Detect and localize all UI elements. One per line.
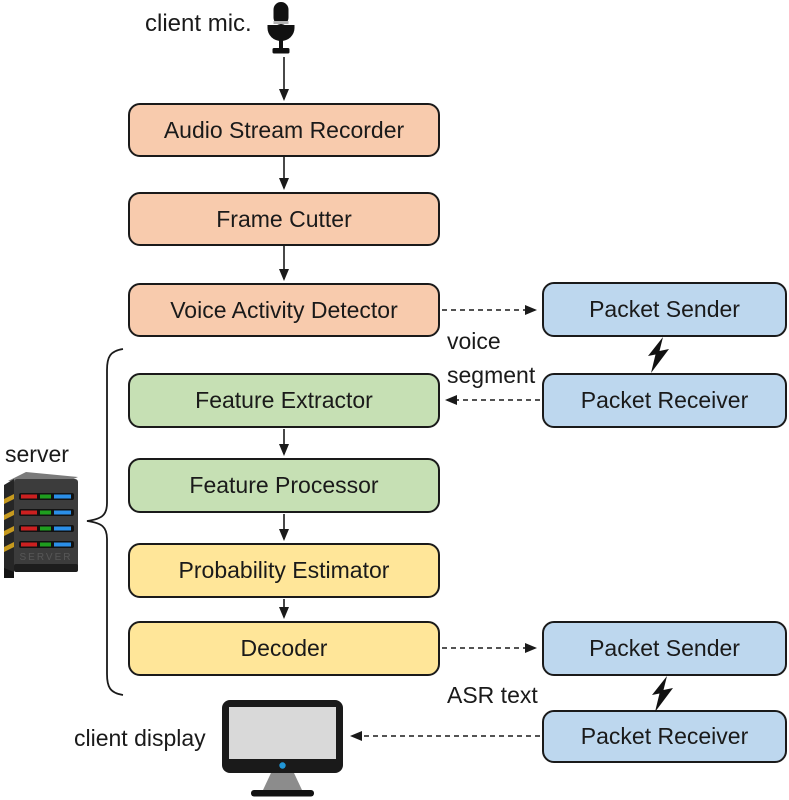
box-packet-sender-bottom: Packet Sender [542, 621, 787, 676]
client-display-label: client display [74, 725, 206, 751]
lightning-bolt-icon [648, 337, 669, 373]
voice-segment-label-line1: voice [447, 328, 501, 354]
box-probability-estimator: Probability Estimator [128, 543, 440, 598]
box-feature-extractor: Feature Extractor [128, 373, 440, 428]
monitor-led [279, 762, 286, 769]
voice-segment-label-line2: segment [447, 362, 536, 388]
server-label: server [5, 441, 69, 467]
box-audio-stream-recorder: Audio Stream Recorder [128, 103, 440, 157]
box-packet-receiver-bottom: Packet Receiver [542, 710, 787, 763]
asr-text-label: ASR text [447, 682, 538, 708]
server-group-brace [86, 348, 124, 696]
box-packet-sender-top: Packet Sender [542, 282, 787, 337]
box-frame-cutter: Frame Cutter [128, 192, 440, 246]
box-voice-activity-detector: Voice Activity Detector [128, 283, 440, 337]
monitor-icon [222, 700, 343, 797]
server-icon: SERVER [4, 472, 78, 578]
microphone-icon [267, 2, 295, 54]
lightning-bolt-icon [652, 676, 673, 712]
box-feature-processor: Feature Processor [128, 458, 440, 513]
client-mic-label: client mic. [145, 10, 252, 37]
voice-segment-label: voice segment [447, 324, 535, 392]
box-packet-receiver-top: Packet Receiver [542, 373, 787, 428]
box-decoder: Decoder [128, 621, 440, 676]
server-icon-text: SERVER [20, 552, 73, 563]
